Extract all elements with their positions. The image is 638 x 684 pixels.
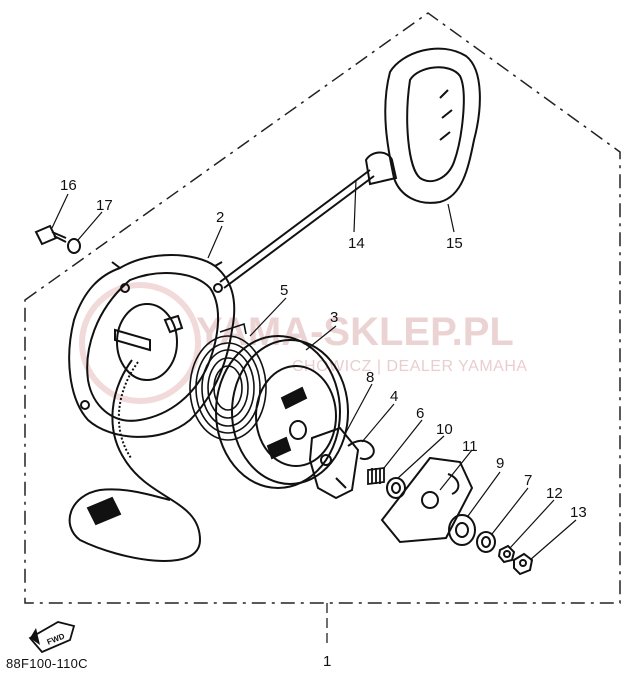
dashed-boundary — [24, 12, 621, 604]
recoil-spring — [189, 322, 267, 441]
starter-handle — [219, 47, 481, 289]
fwd-arrow-icon: FWD — [28, 621, 76, 654]
nut-12 — [497, 544, 516, 564]
friction-plate — [380, 456, 474, 544]
watermark: YAMA-SKLEP.PL CHOWICZ | DEALER YAMAHA — [79, 282, 528, 404]
rope-pulley — [215, 335, 349, 489]
washer-7 — [476, 531, 496, 553]
watermark-subtext: CHOWICZ | DEALER YAMAHA — [292, 358, 528, 375]
starter-rope — [68, 359, 202, 562]
callout-4: 4 — [390, 388, 398, 405]
washer-17 — [67, 238, 81, 254]
callout-11: 11 — [462, 438, 478, 455]
washer — [386, 477, 406, 499]
bolt-16 — [34, 224, 67, 246]
callout-2: 2 — [216, 209, 224, 226]
starter-housing — [68, 254, 236, 438]
pawl — [308, 426, 360, 500]
callout-15: 15 — [446, 235, 463, 252]
pawl-spring — [347, 439, 375, 460]
watermark-text: YAMA-SKLEP.PL — [196, 310, 514, 354]
watermark-ring — [79, 282, 201, 404]
callout-labels: 1 2 3 4 5 6 7 8 9 10 11 12 13 14 15 16 1… — [60, 177, 587, 670]
leader-lines — [51, 179, 577, 561]
callout-1: 1 — [323, 653, 331, 670]
callout-14: 14 — [348, 235, 365, 252]
small-spring — [367, 466, 385, 486]
callout-6: 6 — [416, 405, 424, 422]
callout-8: 8 — [366, 369, 374, 386]
callout-13: 13 — [570, 504, 587, 521]
callout-9: 9 — [496, 455, 504, 472]
callout-17: 17 — [96, 197, 113, 214]
callout-10: 10 — [436, 421, 453, 438]
nut-13 — [513, 552, 534, 576]
diagram-code: 88F100-110C — [6, 656, 88, 671]
callout-7: 7 — [524, 472, 532, 489]
washer-9 — [448, 514, 476, 546]
callout-3: 3 — [330, 309, 338, 326]
callout-16: 16 — [60, 177, 77, 194]
callout-12: 12 — [546, 485, 563, 502]
callout-5: 5 — [280, 282, 288, 299]
